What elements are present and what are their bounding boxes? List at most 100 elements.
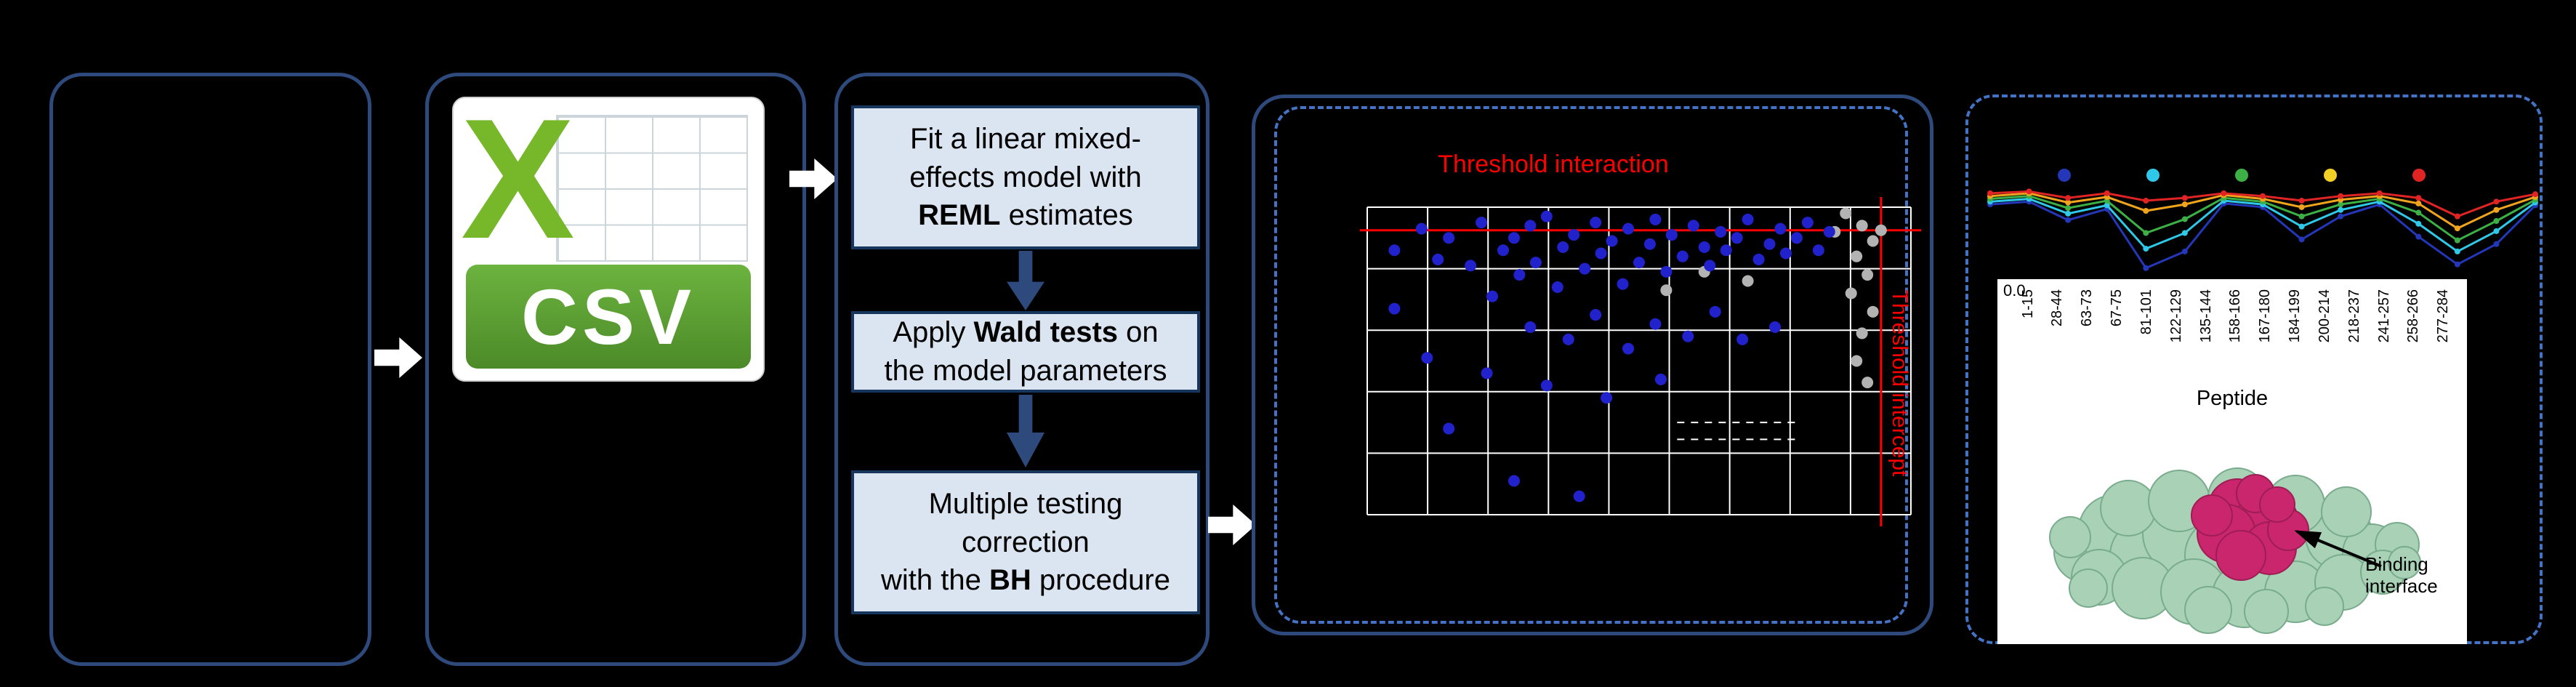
protein-structure xyxy=(2049,467,2421,634)
scatter-point-blue xyxy=(1704,260,1716,272)
peptide-tick-label: 184-199 xyxy=(2287,289,2303,343)
pipeline-step-2: Apply Wald tests on the model parameters xyxy=(851,311,1200,393)
scatter-point-gray xyxy=(1856,220,1868,232)
scatter-point-gray xyxy=(1845,287,1857,300)
uptake-line xyxy=(1989,200,2537,270)
uptake-point xyxy=(2143,198,2149,204)
scatter-point-blue xyxy=(1421,352,1433,364)
down-arrow-icon-1 xyxy=(1007,251,1045,310)
scatter-panel: Threshold interaction Threshold intercep… xyxy=(1252,95,1933,635)
uptake-line-chart xyxy=(1987,169,2538,271)
uptake-point xyxy=(2532,191,2538,198)
uptake-point xyxy=(2065,205,2072,212)
uptake-point xyxy=(2493,206,2500,213)
scatter-point-blue xyxy=(1676,250,1689,262)
scatter-point-blue xyxy=(1557,241,1569,253)
pipeline-step-2-text: Apply Wald tests on the model parameters xyxy=(884,316,1167,387)
scatter-point-blue xyxy=(1654,373,1667,385)
scatter-point-blue xyxy=(1698,241,1710,253)
scatter-point-blue xyxy=(1524,220,1537,232)
scatter-point-blue xyxy=(1590,217,1602,229)
peptide-tick-label: 158-166 xyxy=(2227,289,2244,343)
scatter-side-label: Threshold intercept xyxy=(1888,289,1912,477)
pipeline-step-3-text: Multiple testing correction with the BH … xyxy=(881,487,1170,597)
scatter-point-gray xyxy=(1867,235,1879,247)
scatter-point-blue xyxy=(1622,342,1635,355)
scatter-point-blue xyxy=(1812,244,1824,257)
uptake-point xyxy=(2298,213,2305,220)
scatter-point-blue xyxy=(1415,222,1428,235)
scatter-point-blue xyxy=(1476,217,1488,229)
uptake-point xyxy=(2376,190,2383,196)
uptake-point xyxy=(2454,248,2460,254)
scatter-point-blue xyxy=(1508,475,1520,487)
uptake-point xyxy=(2338,213,2344,220)
uptake-point xyxy=(2415,220,2422,227)
binding-interface-label: Binding interface xyxy=(2365,553,2438,597)
scatter-point-blue xyxy=(1540,379,1553,392)
uptake-point xyxy=(2298,223,2305,230)
scatter-point-blue xyxy=(1769,321,1781,333)
flow-arrow-3-icon xyxy=(1208,505,1256,545)
uptake-point xyxy=(2065,217,2072,223)
peptide-axis-title: Peptide xyxy=(2196,387,2269,410)
down-arrow-icon-2 xyxy=(1007,395,1045,467)
scatter-plot xyxy=(1360,197,1921,526)
scatter-point-blue xyxy=(1720,244,1732,257)
scatter-point-blue xyxy=(1779,247,1792,260)
uptake-point xyxy=(2415,233,2422,240)
uptake-point xyxy=(2143,230,2149,236)
uptake-point xyxy=(1987,190,1993,196)
scatter-point-blue xyxy=(1715,225,1727,238)
uptake-point xyxy=(2260,193,2266,199)
peptide-tick-label: 135-144 xyxy=(2197,289,2214,343)
uptake-point xyxy=(2338,206,2344,213)
legend-dot xyxy=(2324,169,2337,182)
pipeline-step-1: Fit a linear mixed- effects model with R… xyxy=(851,105,1200,249)
scatter-point-blue xyxy=(1497,244,1509,257)
scatter-point-blue xyxy=(1774,222,1787,235)
scatter-point-blue xyxy=(1540,210,1553,222)
scatter-point-blue xyxy=(1649,318,1662,330)
uptake-point xyxy=(2338,201,2344,208)
uptake-point xyxy=(2026,188,2032,195)
scatter-point-blue xyxy=(1579,262,1591,275)
uptake-point xyxy=(2415,195,2422,201)
legend-dot xyxy=(2058,169,2071,182)
uptake-point xyxy=(2493,198,2500,205)
scatter-point-blue xyxy=(1481,367,1493,379)
scatter-point-blue xyxy=(1823,225,1835,238)
scatter-point-blue xyxy=(1551,281,1563,293)
peptide-tick-label: 28-44 xyxy=(2049,289,2066,327)
peptide-tick-label: 167-180 xyxy=(2257,289,2274,343)
scatter-point-blue xyxy=(1622,222,1635,235)
flow-arrow-1-icon xyxy=(374,337,422,378)
scatter-point-blue xyxy=(1443,422,1455,435)
scatter-point-gray xyxy=(1861,269,1874,281)
csv-banner: CSV xyxy=(466,264,751,369)
uptake-point xyxy=(2143,208,2149,214)
scatter-point-blue xyxy=(1388,244,1401,257)
peptide-tick-label: 218-237 xyxy=(2346,289,2362,343)
scatter-point-blue xyxy=(1524,321,1537,333)
uptake-point xyxy=(2143,246,2149,252)
scatter-point-blue xyxy=(1665,229,1678,241)
scatter-point-blue xyxy=(1465,260,1477,272)
scatter-point-blue xyxy=(1736,333,1749,345)
scatter-point-blue xyxy=(1443,232,1455,244)
excel-x-letter: X xyxy=(461,83,575,274)
uptake-point xyxy=(2065,195,2072,201)
y-axis-tick-label: 0.0 xyxy=(2003,281,2026,300)
peptide-tick-label: 67-75 xyxy=(2109,289,2125,327)
uptake-point xyxy=(2493,228,2500,234)
pipeline-box: Fit a linear mixed- effects model with R… xyxy=(834,73,1209,666)
scatter-point-blue xyxy=(1660,265,1673,278)
pipeline-step-3: Multiple testing correction with the BH … xyxy=(851,470,1200,614)
peptide-tick-label: 277-284 xyxy=(2435,289,2452,343)
uptake-point xyxy=(2181,201,2188,208)
uptake-point xyxy=(2454,237,2460,244)
scatter-point-blue xyxy=(1590,309,1602,321)
scatter-point-blue xyxy=(1687,220,1699,232)
